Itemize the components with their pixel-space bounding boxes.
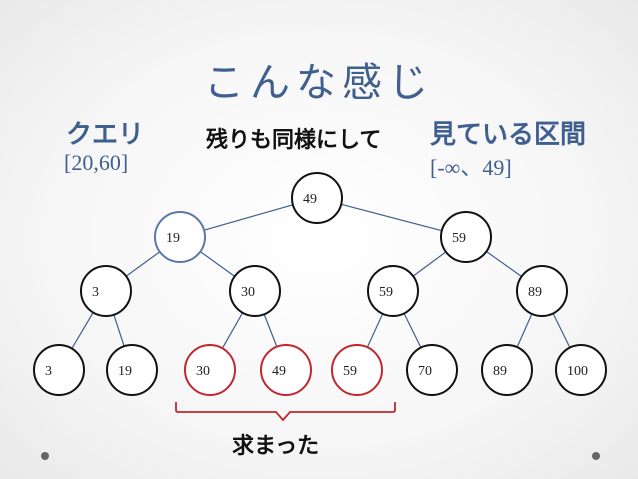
tree-node-leaf-5: 70 (406, 344, 458, 396)
tree-edge-l2-2-leaf-5 (403, 313, 422, 348)
remaining-note: 残りも同様にして (206, 128, 382, 153)
tree-node-circle (555, 344, 607, 396)
tree-node-circle (184, 344, 236, 396)
tree-edge-l2-0-leaf-1 (113, 314, 125, 347)
tree-edge-l2-3-leaf-7 (552, 313, 571, 348)
tree-node-label: 59 (343, 364, 357, 379)
tree-nodes: 49 19 59 3 30 59 89 3 19 30 49 59 70 89 100 (33, 172, 607, 396)
tree-edge-l1-left-l2-0 (125, 251, 161, 277)
slide-corner-dot-right (592, 452, 600, 460)
tree-node-l2-1: 30 (229, 265, 281, 317)
interval-value: [-∞、49] (430, 155, 512, 180)
tree-node-label: 19 (118, 364, 132, 379)
tree-node-circle (229, 265, 281, 317)
tree-node-label: 30 (196, 364, 210, 379)
tree-edge-l1-right-l2-3 (486, 250, 522, 278)
result-label: 求まった (232, 434, 320, 459)
tree-edge-l2-1-leaf-2 (221, 312, 244, 349)
tree-node-label: 70 (418, 364, 432, 379)
tree-node-l1-right: 59 (440, 211, 492, 263)
tree-node-circle (260, 344, 312, 396)
tree-node-label: 3 (45, 364, 52, 379)
query-label: クエリ (66, 120, 145, 150)
tree-edge-l1-left-l2-1 (199, 251, 236, 277)
tree-node-label: 89 (528, 285, 542, 300)
result-bracket (175, 402, 396, 422)
tree-node-leaf-0: 3 (33, 344, 85, 396)
slide-title: こんな感じ (204, 60, 434, 106)
tree-node-circle (516, 265, 568, 317)
tree-node-circle (154, 211, 206, 263)
tree-node-label: 100 (567, 364, 588, 379)
tree-node-l2-0: 3 (80, 265, 132, 317)
tree-node-label: 59 (379, 285, 393, 300)
tree-node-l1-left: 19 (154, 211, 206, 263)
interval-label: 見ている区間 (430, 120, 587, 150)
tree-node-label: 3 (92, 285, 99, 300)
tree-node-circle (106, 344, 158, 396)
tree-node-circle (406, 344, 458, 396)
tree-edge-l2-1-leaf-3 (263, 314, 278, 347)
tree-node-label: 59 (452, 231, 466, 246)
tree-node-leaf-1: 19 (106, 344, 158, 396)
tree-node-circle (440, 211, 492, 263)
tree-node-label: 49 (303, 192, 317, 207)
tree-edges (71, 203, 571, 349)
tree-edge-l1-right-l2-2 (412, 251, 447, 277)
tree-node-l2-2: 59 (367, 265, 419, 317)
tree-edge-root-l1-left (203, 204, 294, 231)
tree-edge-l2-3-leaf-6 (516, 313, 533, 348)
tree-node-leaf-4: 59 (331, 344, 383, 396)
tree-node-circle (481, 344, 533, 396)
tree-edge-root-l1-right (341, 203, 442, 232)
tree-node-circle (80, 265, 132, 317)
tree-node-leaf-3: 49 (260, 344, 312, 396)
tree-node-label: 89 (493, 364, 507, 379)
tree-node-circle (367, 265, 419, 317)
tree-node-label: 30 (241, 285, 255, 300)
query-value: [20,60] (64, 150, 129, 175)
tree-node-leaf-7: 100 (555, 344, 607, 396)
slide-corner-dot-left (41, 452, 49, 460)
tree-node-l2-3: 89 (516, 265, 568, 317)
tree-node-leaf-6: 89 (481, 344, 533, 396)
tree-node-label: 49 (272, 364, 286, 379)
tree-node-circle (331, 344, 383, 396)
tree-node-label: 19 (166, 231, 180, 246)
tree-node-root: 49 (291, 172, 343, 224)
tree-edge-l2-0-leaf-0 (71, 312, 94, 349)
tree-edge-l2-2-leaf-4 (366, 313, 384, 348)
tree-node-leaf-2: 30 (184, 344, 236, 396)
tree-node-circle (33, 344, 85, 396)
tree-node-circle (291, 172, 343, 224)
